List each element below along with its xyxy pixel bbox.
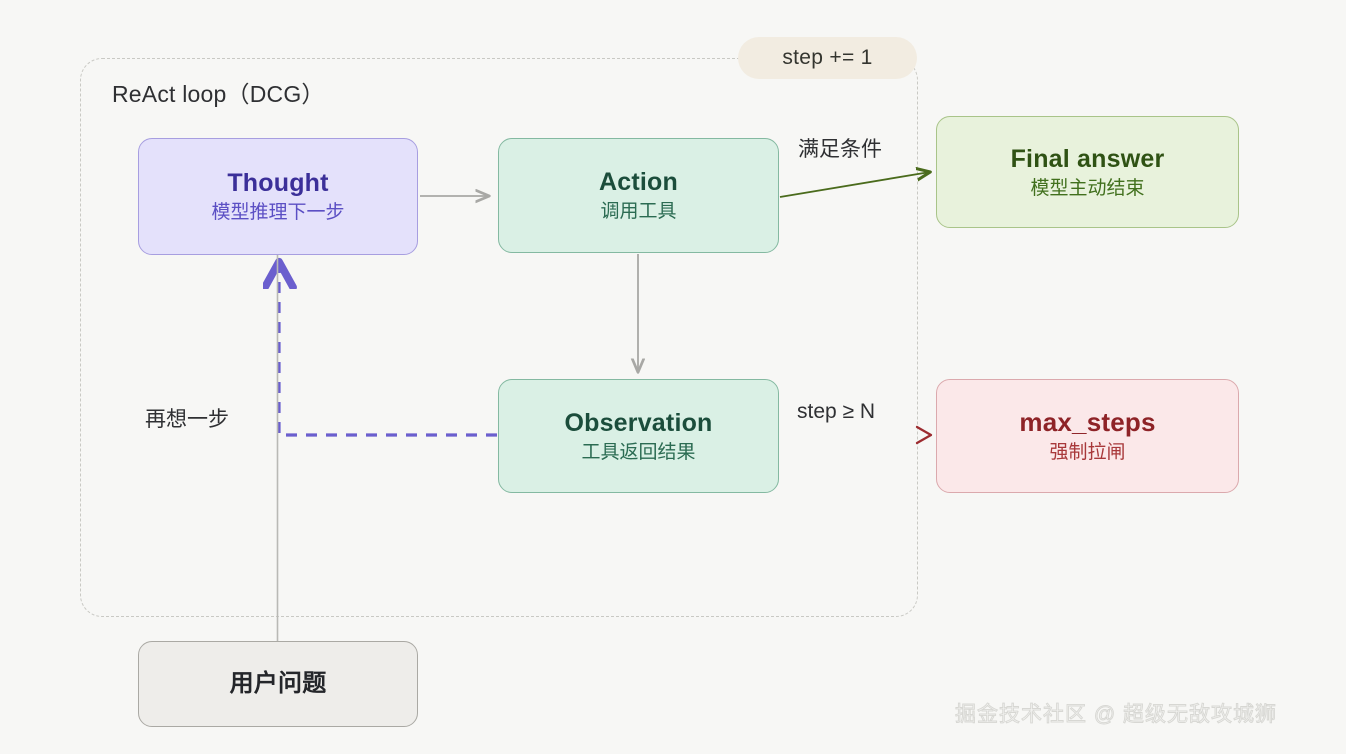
node-thought-title: Thought [227,169,329,198]
step-increment-badge: step += 1 [738,37,917,79]
node-observation[interactable]: Observation 工具返回结果 [498,379,779,493]
node-thought-subtitle: 模型推理下一步 [211,202,345,224]
node-final-answer-title: Final answer [1010,144,1165,173]
node-max-steps[interactable]: max_steps 强制拉闸 [936,379,1239,493]
node-final-answer-subtitle: 模型主动结束 [1030,177,1145,199]
node-action[interactable]: Action 调用工具 [498,138,779,253]
node-observation-subtitle: 工具返回结果 [581,441,696,463]
node-action-subtitle: 调用工具 [600,201,677,223]
watermark: 掘金技术社区 @ 超级无敌攻城狮 [955,703,1277,727]
node-max-steps-subtitle: 强制拉闸 [1049,442,1126,464]
edge-observation-to-max-steps [915,425,933,445]
node-thought[interactable]: Thought 模型推理下一步 [138,138,418,255]
react-loop-container [80,58,918,617]
node-user-question-title: 用户问题 [229,669,327,697]
step-increment-label: step += 1 [782,46,873,69]
node-user-question[interactable]: 用户问题 [138,641,418,727]
edge-label-step-limit: step ≥ N [797,400,876,423]
react-loop-title: ReAct loop（DCG） [112,81,325,107]
edge-label-condition-met: 满足条件 [798,138,882,161]
node-observation-title: Observation [564,408,713,437]
node-max-steps-title: max_steps [1019,407,1156,438]
node-action-title: Action [599,168,678,197]
node-final-answer[interactable]: Final answer 模型主动结束 [936,116,1239,228]
edge-label-retry: 再想一步 [145,408,229,431]
